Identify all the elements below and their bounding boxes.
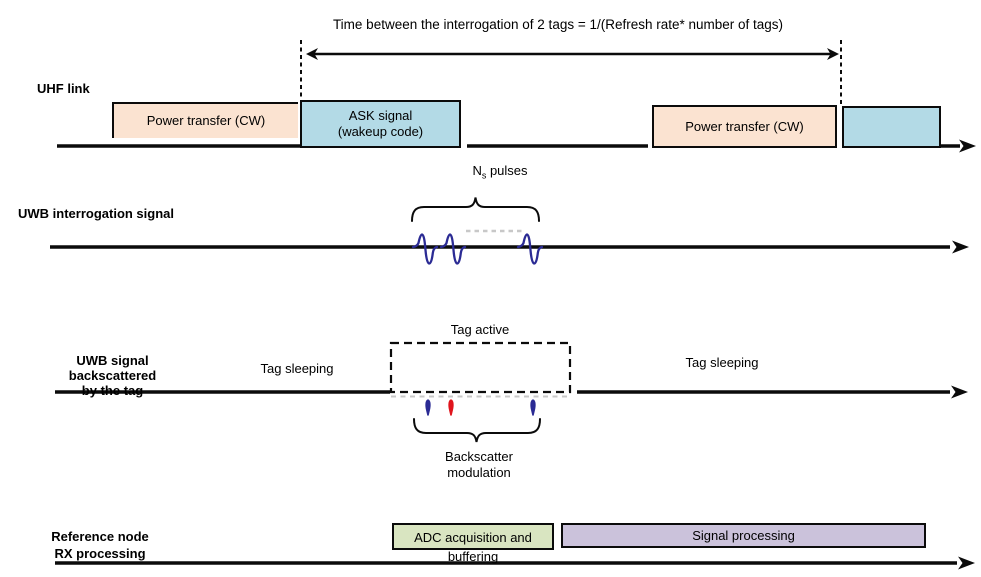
rx-row-label: Reference node RX processing <box>20 528 180 562</box>
backscatter-pulse-red <box>448 399 454 416</box>
ns-pulses-sub: s <box>481 170 487 181</box>
ns-pulses-base: N <box>472 163 482 178</box>
ns-pulses-label: Ns pulses <box>440 163 560 184</box>
backscatter-underbrace-icon <box>413 418 541 443</box>
backscatter-row-label: UWB signal backscattered by the tag <box>30 353 195 398</box>
ns-pulses-rest: pulses <box>486 163 528 178</box>
power-transfer-box-2: Power transfer (CW) <box>652 105 837 148</box>
power-transfer-box-1-label: Power transfer (CW) <box>146 113 266 128</box>
backscatter-pulse-blue-1 <box>425 399 431 416</box>
power-transfer-box-1: Power transfer (CW) <box>112 102 298 138</box>
power-transfer-box-2-label: Power transfer (CW) <box>685 118 804 134</box>
uhf-link-label: UHF link <box>37 81 90 96</box>
uhf-timeline-arrow-icon <box>959 139 976 153</box>
signal-processing-label: Signal processing <box>692 527 795 543</box>
rx-timeline-arrow-icon <box>958 556 975 570</box>
signal-processing-box: Signal processing <box>561 523 926 548</box>
uwb-pulse-1 <box>411 233 439 265</box>
adc-acquisition-label-line1: ADC acquisition and <box>414 530 532 545</box>
tag-active-label: Tag active <box>450 322 510 337</box>
backscatter-pulse-blue-2 <box>530 399 536 416</box>
uwb-pulse-2 <box>439 233 467 265</box>
backscatter-modulation-line1: Backscatter <box>445 449 513 464</box>
tag-active-dashed-box <box>389 341 572 394</box>
backscatter-row-label-line3: by the tag <box>81 383 144 398</box>
backscatter-row-label-line2: backscattered <box>68 368 157 383</box>
backscatter-modulation-label: Backscatter modulation <box>419 449 539 481</box>
ask-signal-box-2 <box>842 106 941 148</box>
rx-row-label-line2: RX processing <box>54 546 146 561</box>
adc-acquisition-label-line2: buffering <box>447 549 499 564</box>
uwb-timeline-arrow-icon <box>952 240 969 254</box>
uwb-pulse-n <box>516 233 544 265</box>
ask-signal-label-line2: (wakeup code) <box>337 124 424 139</box>
uwb-interrogation-label: UWB interrogation signal <box>18 206 174 221</box>
adc-acquisition-box <box>392 523 554 550</box>
double-arrow-left-head-icon <box>306 48 318 60</box>
ask-signal-label-line1: ASK signal <box>348 108 413 123</box>
backscatter-modulation-line2: modulation <box>447 465 511 480</box>
interval-title: Time between the interrogation of 2 tags… <box>332 17 784 32</box>
ask-signal-box: ASK signal (wakeup code) <box>300 100 461 148</box>
rx-row-label-line1: Reference node <box>51 529 149 544</box>
tag-sleeping-right-label: Tag sleeping <box>685 355 759 370</box>
backscatter-timeline-arrow-icon <box>951 385 968 399</box>
double-arrow-right-head-icon <box>827 48 839 60</box>
backscatter-row-label-line1: UWB signal <box>76 353 149 368</box>
tag-sleeping-left-label: Tag sleeping <box>260 361 334 376</box>
pulses-overbrace-icon <box>411 197 540 222</box>
